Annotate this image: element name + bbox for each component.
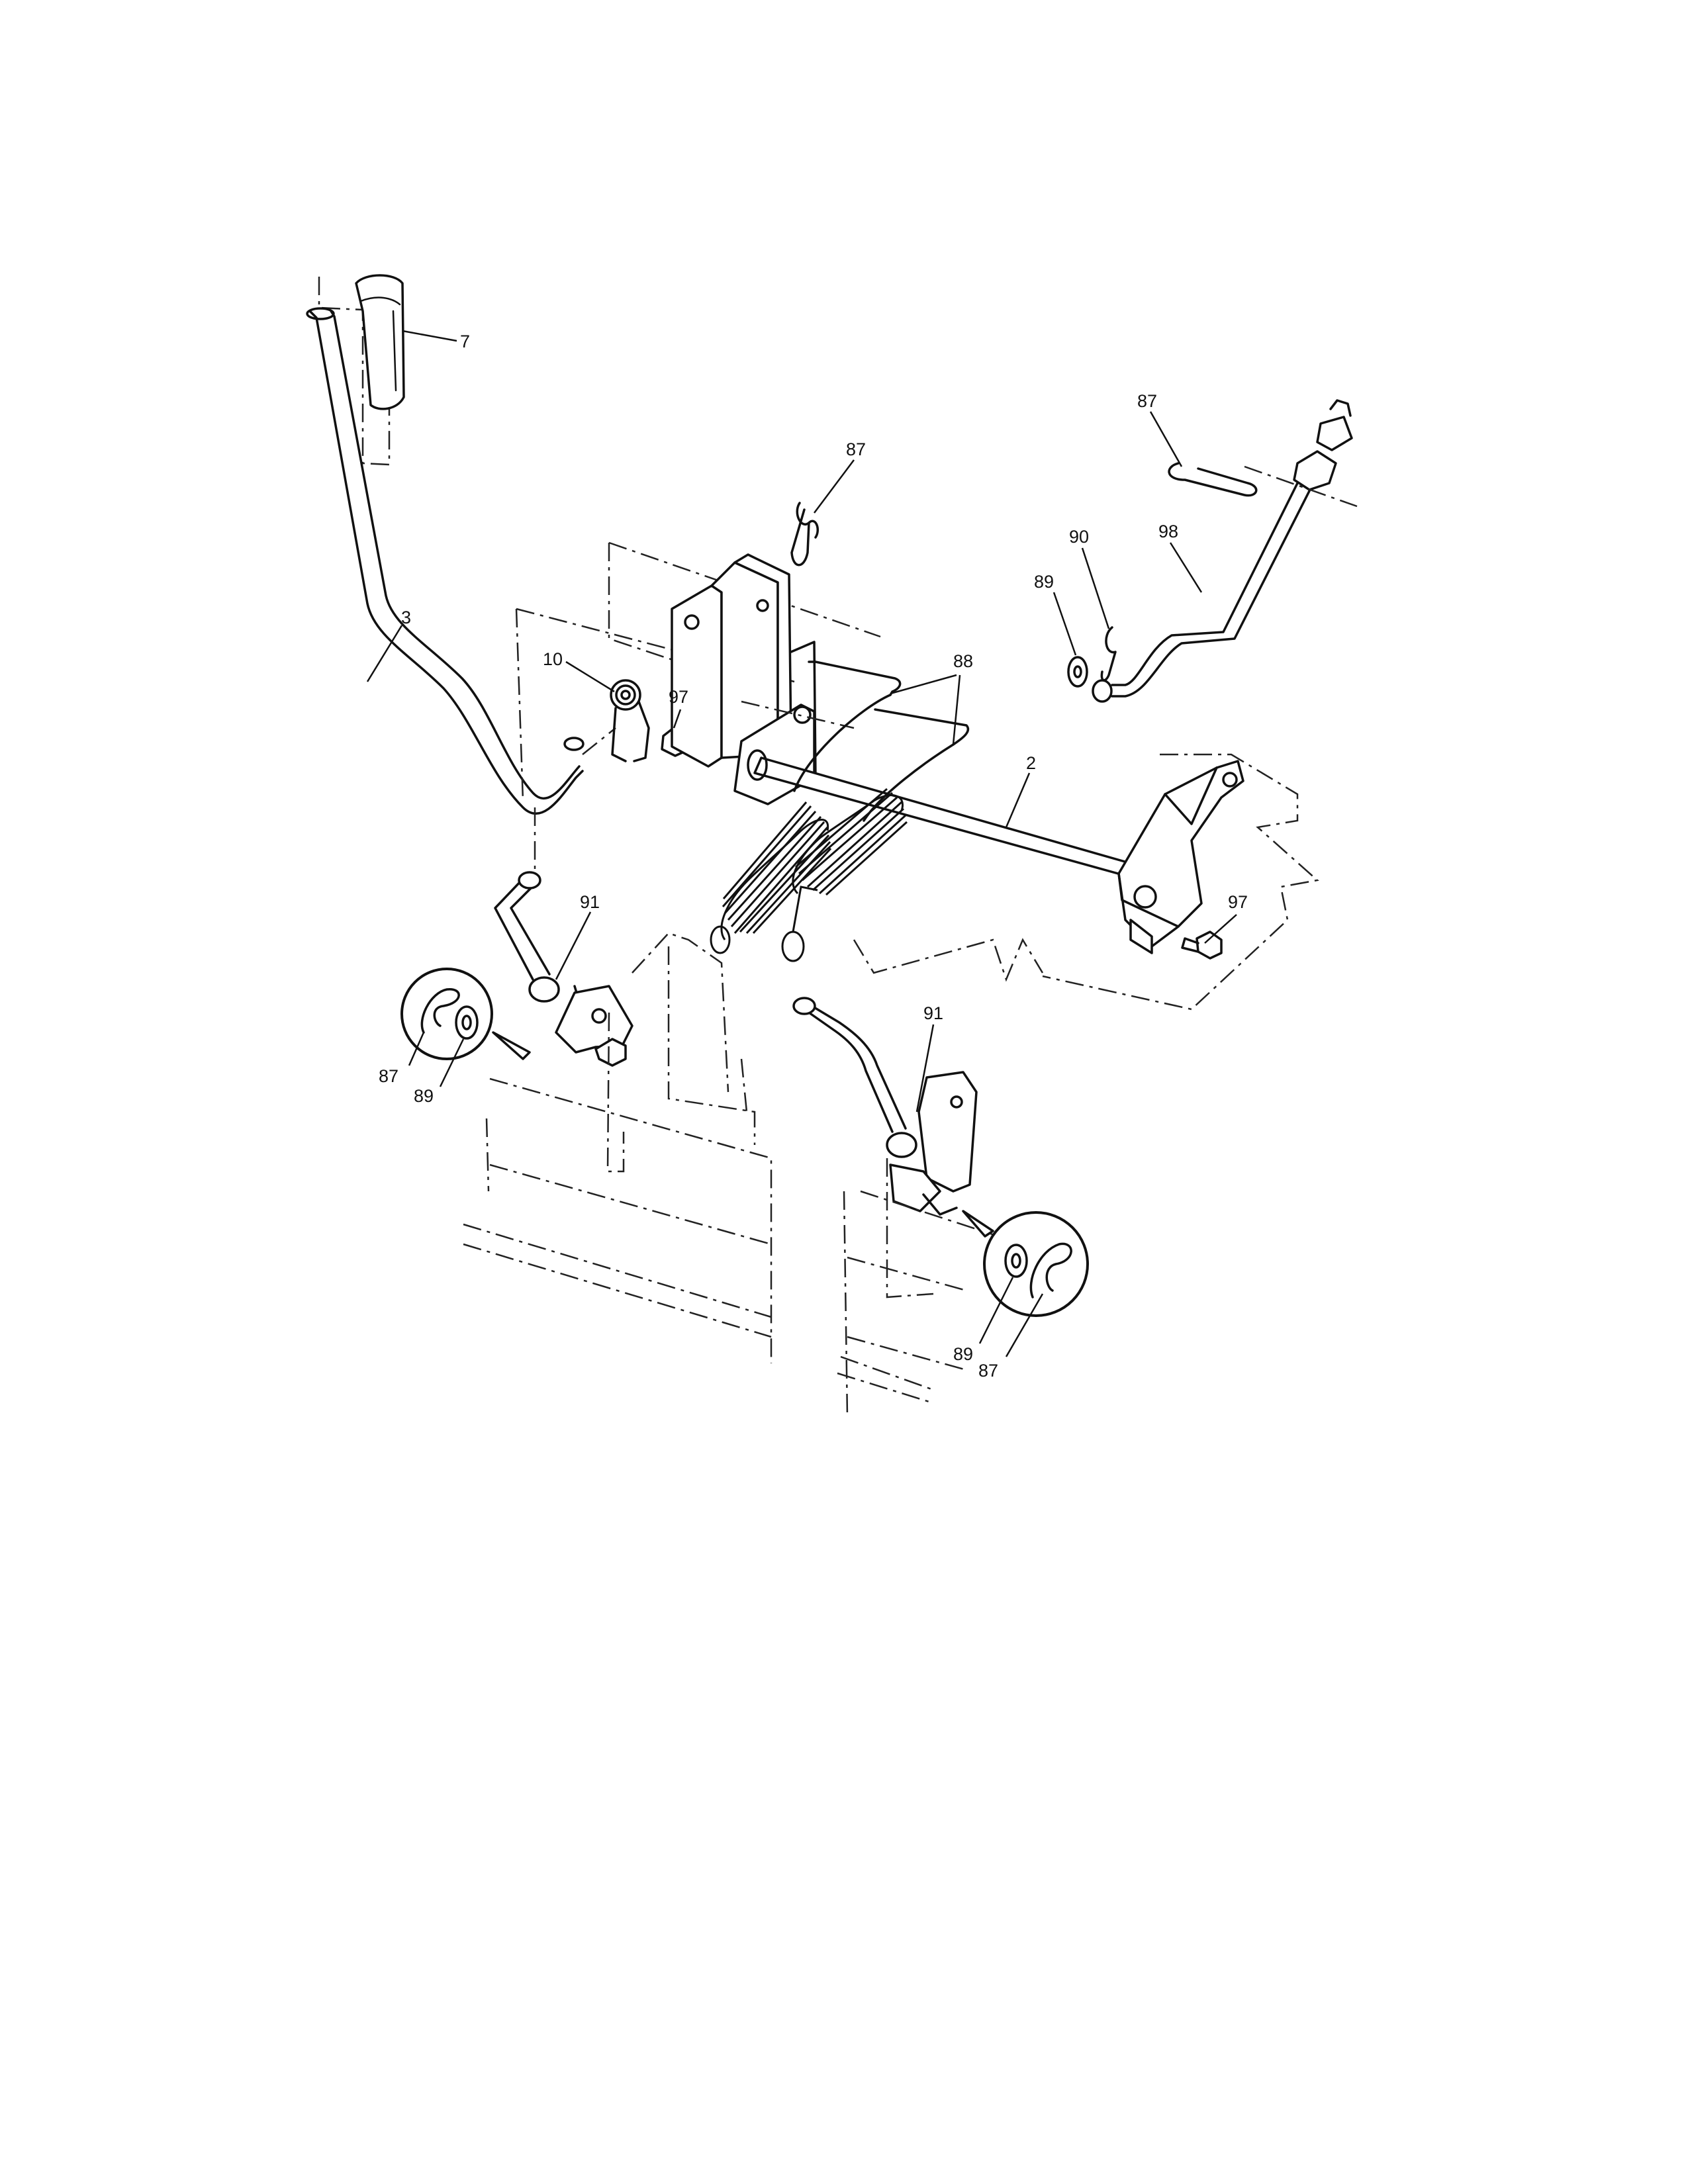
callout-2: 2 (1026, 753, 1036, 773)
lift-mounting-bracket (515, 541, 881, 805)
callout-91-right: 91 (923, 1003, 943, 1023)
lift-handle-grip (318, 274, 405, 466)
callout-87-right-inset: 87 (978, 1361, 998, 1381)
callout-89-left-inset: 89 (414, 1086, 434, 1106)
callout-7: 7 (460, 332, 470, 351)
rod-clip-and-washer (1067, 626, 1117, 688)
left-deck-bracket (463, 932, 773, 1363)
deck-adjustment-rod (1092, 399, 1358, 703)
callout-91-left: 91 (580, 892, 600, 912)
callout-87-upper: 87 (846, 439, 866, 459)
callout-97-right: 97 (1228, 892, 1248, 912)
lift-assist-springs (710, 660, 970, 962)
right-detail-inset (962, 1210, 1089, 1317)
callout-10: 10 (543, 649, 563, 669)
torsion-spring (610, 679, 650, 762)
left-detail-inset (400, 968, 531, 1060)
hair-pin-clip-right (1168, 462, 1258, 497)
callout-88: 88 (953, 651, 973, 671)
hex-bolt-right (1181, 931, 1223, 960)
callout-97-left: 97 (669, 687, 688, 707)
callout-98: 98 (1158, 522, 1178, 541)
callout-3: 3 (401, 608, 411, 627)
callout-87-left-inset: 87 (379, 1066, 399, 1086)
callout-90: 90 (1069, 527, 1089, 547)
callout-89-right-inset: 89 (953, 1344, 973, 1364)
lift-lever (306, 307, 616, 874)
left-drop-link (494, 871, 602, 1014)
callout-87-right: 87 (1137, 391, 1157, 411)
hair-pin-clip-upper (790, 502, 819, 567)
callout-labels: 7 3 10 97 87 88 2 87 90 89 98 97 91 87 8… (379, 332, 1248, 1381)
right-lift-bracket (853, 753, 1319, 1011)
callout-89-rod: 89 (1034, 572, 1054, 592)
right-drop-link (792, 997, 917, 1158)
callout-leaders (366, 330, 1237, 1357)
